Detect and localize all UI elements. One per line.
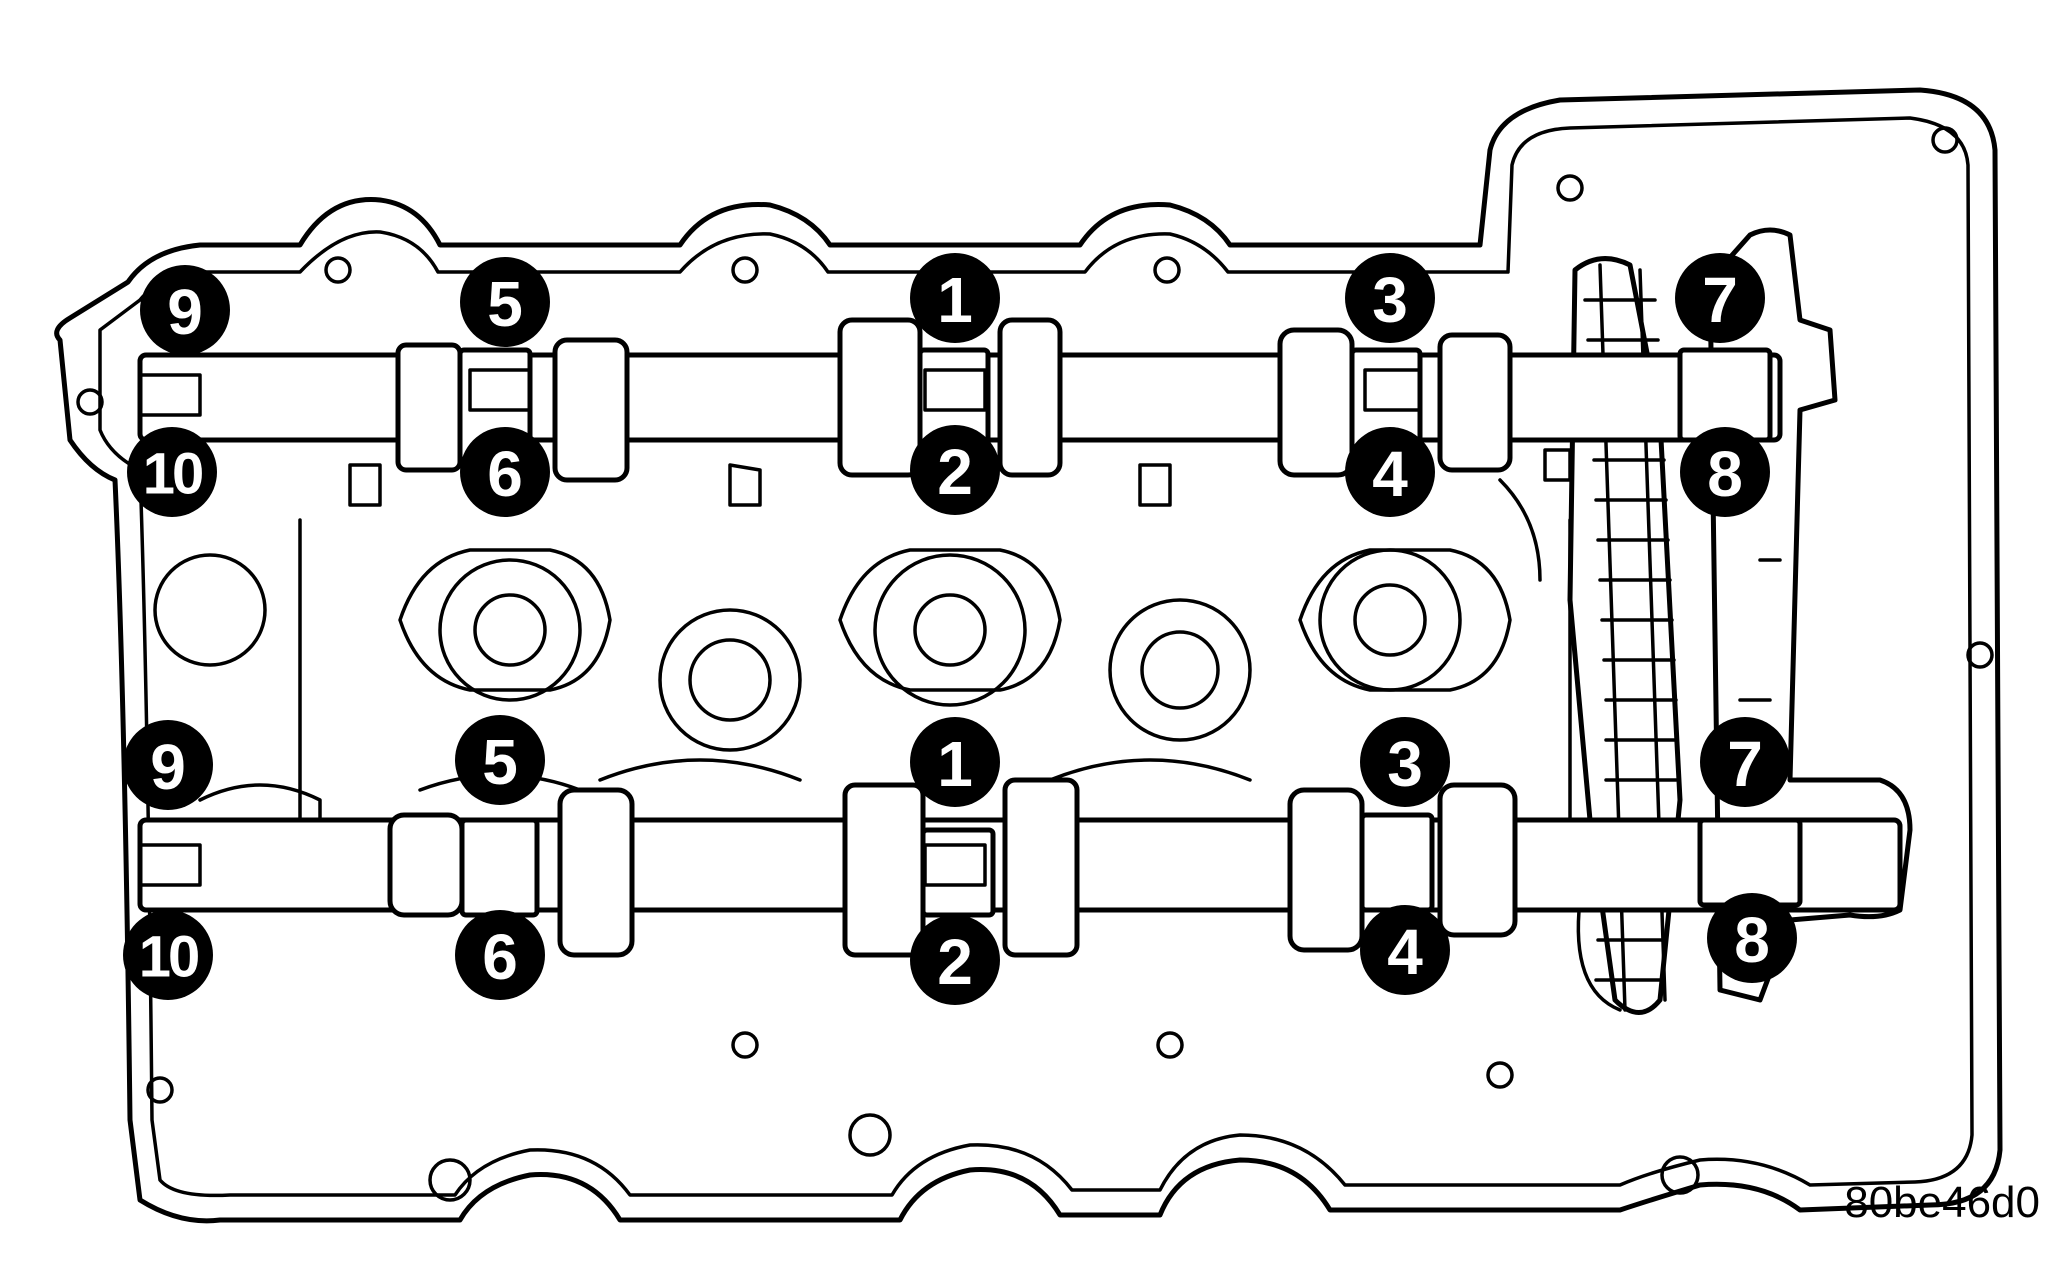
upper-bolt-3: 3 bbox=[1345, 253, 1435, 343]
upper-bolt-8: 8 bbox=[1680, 427, 1770, 517]
upper-bolt-2: 2 bbox=[910, 425, 1000, 515]
upper-bolt-6: 6 bbox=[460, 427, 550, 517]
svg-text:2: 2 bbox=[937, 436, 973, 508]
svg-text:10: 10 bbox=[143, 442, 202, 507]
lower-bolt-3: 3 bbox=[1360, 717, 1450, 807]
svg-text:6: 6 bbox=[487, 438, 523, 510]
upper-bolt-5: 5 bbox=[460, 257, 550, 347]
lower-camshaft bbox=[137, 777, 1903, 958]
lower-bolt-8: 8 bbox=[1707, 893, 1797, 983]
head-outline bbox=[54, 87, 2003, 1224]
lower-bolt-4: 4 bbox=[1360, 905, 1450, 995]
svg-text:2: 2 bbox=[937, 926, 973, 998]
svg-text:1: 1 bbox=[937, 264, 973, 336]
upper-bolt-7: 7 bbox=[1675, 253, 1765, 343]
lower-bolt-7: 7 bbox=[1700, 717, 1790, 807]
lower-bolt-1: 1 bbox=[910, 717, 1000, 807]
svg-text:7: 7 bbox=[1727, 728, 1763, 800]
figure-id-label: 80be46d0 bbox=[1844, 1178, 2040, 1227]
svg-text:4: 4 bbox=[1372, 438, 1408, 510]
lower-bolt-6: 6 bbox=[455, 910, 545, 1000]
lower-bolt-9: 9 bbox=[123, 720, 213, 810]
lower-bolt-10: 10 bbox=[123, 910, 213, 1000]
svg-text:8: 8 bbox=[1734, 904, 1770, 976]
svg-text:5: 5 bbox=[487, 268, 523, 340]
svg-text:9: 9 bbox=[150, 731, 186, 803]
upper-bolt-9: 9 bbox=[140, 265, 230, 355]
bolt-holes bbox=[76, 126, 1994, 1202]
upper-bolt-10: 10 bbox=[127, 427, 217, 517]
upper-sequence: 9 10 5 6 1 2 3 4 7 8 bbox=[127, 253, 1770, 517]
svg-text:5: 5 bbox=[482, 726, 518, 798]
svg-text:1: 1 bbox=[937, 728, 973, 800]
svg-text:8: 8 bbox=[1707, 438, 1743, 510]
lower-bolt-2: 2 bbox=[910, 915, 1000, 1005]
svg-text:3: 3 bbox=[1372, 264, 1408, 336]
svg-text:10: 10 bbox=[139, 925, 198, 990]
svg-text:6: 6 bbox=[482, 921, 518, 993]
svg-text:4: 4 bbox=[1387, 916, 1423, 988]
upper-bolt-4: 4 bbox=[1345, 427, 1435, 517]
lower-sequence: 9 10 5 6 1 2 3 4 7 8 bbox=[123, 715, 1797, 1005]
svg-text:7: 7 bbox=[1702, 264, 1738, 336]
lower-bolt-5: 5 bbox=[455, 715, 545, 805]
upper-bolt-1: 1 bbox=[910, 253, 1000, 343]
svg-text:3: 3 bbox=[1387, 728, 1423, 800]
svg-text:9: 9 bbox=[167, 276, 203, 348]
